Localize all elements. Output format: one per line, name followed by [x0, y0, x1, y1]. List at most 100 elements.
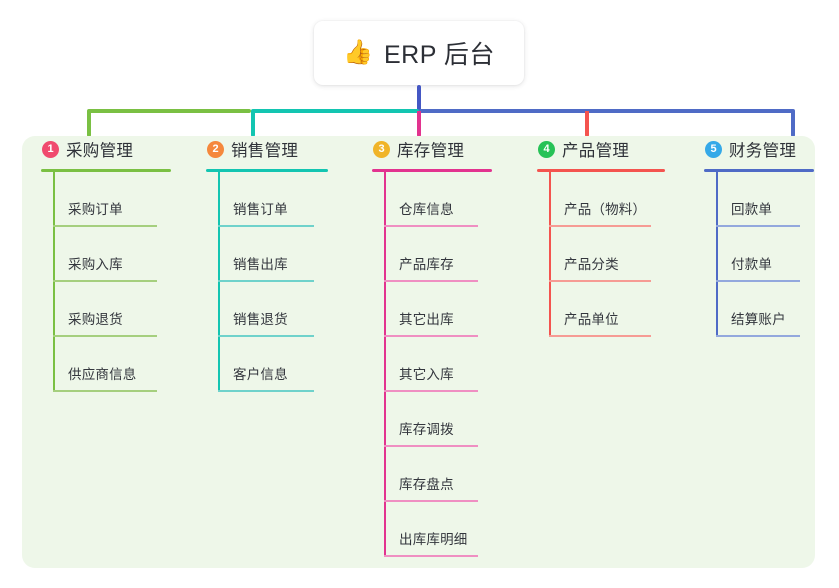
branch-header-4[interactable]: 4 产品管理 [537, 136, 665, 162]
leaf-item-rule [218, 225, 314, 227]
leaf-item[interactable]: 产品（物料） [537, 172, 665, 227]
leaf-item-label: 产品（物料） [564, 202, 647, 217]
leaf-item-rule [716, 335, 800, 337]
branch-spine-2 [218, 172, 220, 392]
drop-purchasing [87, 111, 91, 137]
leaf-item-rule [53, 335, 157, 337]
branch-spine-1 [53, 172, 55, 392]
branch-spine-4 [549, 172, 551, 337]
leaf-item-rule [549, 280, 651, 282]
branch-column-4: 4 产品管理产品（物料） 产品分类产品单位 [537, 136, 665, 337]
connector-trunk [417, 85, 421, 111]
leaf-item[interactable]: 销售出库 [206, 227, 328, 282]
leaf-item-rule [53, 390, 157, 392]
leaf-item[interactable]: 产品库存 [372, 227, 492, 282]
leaf-item[interactable]: 产品分类 [537, 227, 665, 282]
leaf-item-rule [716, 225, 800, 227]
leaf-item[interactable]: 付款单 [704, 227, 814, 282]
leaf-item-label: 采购退货 [68, 312, 123, 327]
leaf-item-label: 销售退货 [233, 312, 288, 327]
leaf-item-label: 库存调拨 [399, 422, 454, 437]
branch-badge-4: 4 [538, 140, 555, 158]
leaf-item-rule [384, 555, 478, 557]
branch-column-5: 5 财务管理回款单付款单结算账户 [704, 136, 814, 337]
leaf-item-rule [716, 280, 800, 282]
branch-rule-2 [206, 169, 328, 172]
leaf-item-rule [384, 335, 478, 337]
drop-inventory [417, 111, 421, 137]
leaf-item[interactable]: 库存调拨 [372, 392, 492, 447]
branch-items-3: 仓库信息产品库存其它出库其它入库库存调拨库存盘点出库库明细 [372, 172, 492, 557]
leaf-item-rule [53, 280, 157, 282]
branch-spine-5 [716, 172, 718, 337]
branch-rule-3 [372, 169, 492, 172]
leaf-item[interactable]: 采购入库 [41, 227, 171, 282]
leaf-item[interactable]: 客户信息 [206, 337, 328, 392]
leaf-item-label: 回款单 [731, 202, 773, 217]
leaf-item-label: 出库库明细 [399, 532, 468, 547]
branch-header-5[interactable]: 5 财务管理 [704, 136, 814, 162]
bus-segment-teal [251, 109, 419, 113]
leaf-item-label: 采购订单 [68, 202, 123, 217]
leaf-item-rule [384, 225, 478, 227]
branch-header-2[interactable]: 2 销售管理 [206, 136, 328, 162]
leaf-item-rule [53, 225, 157, 227]
branch-items-4: 产品（物料） 产品分类产品单位 [537, 172, 665, 337]
leaf-item[interactable]: 仓库信息 [372, 172, 492, 227]
branch-items-1: 采购订单采购入库采购退货供应商信息 [41, 172, 171, 392]
branch-badge-1: 1 [42, 140, 59, 158]
leaf-item-label: 其它出库 [399, 312, 454, 327]
thumbs-up-icon: 👍 [343, 39, 373, 66]
leaf-item-label: 销售出库 [233, 257, 288, 272]
leaf-item-rule [549, 335, 651, 337]
leaf-item[interactable]: 供应商信息 [41, 337, 171, 392]
branch-header-1[interactable]: 1 采购管理 [41, 136, 171, 162]
leaf-item-rule [549, 225, 651, 227]
leaf-item[interactable]: 采购退货 [41, 282, 171, 337]
leaf-item-label: 结算账户 [731, 312, 786, 327]
leaf-item-label: 采购入库 [68, 257, 123, 272]
leaf-item[interactable]: 销售订单 [206, 172, 328, 227]
leaf-item-label: 付款单 [731, 257, 773, 272]
leaf-item-label: 产品库存 [399, 257, 454, 272]
leaf-item[interactable]: 其它出库 [372, 282, 492, 337]
leaf-item[interactable]: 产品单位 [537, 282, 665, 337]
leaf-item[interactable]: 销售退货 [206, 282, 328, 337]
branch-column-2: 2 销售管理销售订单销售出库销售退货客户信息 [206, 136, 328, 392]
leaf-item[interactable]: 结算账户 [704, 282, 814, 337]
bus-segment-green [87, 109, 251, 113]
leaf-item[interactable]: 采购订单 [41, 172, 171, 227]
branch-items-5: 回款单付款单结算账户 [704, 172, 814, 337]
branch-badge-2: 2 [207, 140, 224, 158]
drop-product [585, 111, 589, 137]
drop-finance [791, 111, 795, 137]
leaf-item-rule [218, 390, 314, 392]
branch-badge-5: 5 [705, 140, 722, 158]
leaf-item-rule [384, 500, 478, 502]
leaf-item-label: 产品分类 [564, 257, 619, 272]
bus-segment-indigo [419, 109, 795, 113]
leaf-item-label: 产品单位 [564, 312, 619, 327]
branch-items-2: 销售订单销售出库销售退货客户信息 [206, 172, 328, 392]
leaf-item-rule [384, 445, 478, 447]
leaf-item-label: 供应商信息 [68, 367, 137, 382]
branch-title-5: 财务管理 [729, 142, 797, 160]
leaf-item-rule [384, 280, 478, 282]
leaf-item[interactable]: 库存盘点 [372, 447, 492, 502]
leaf-item-label: 其它入库 [399, 367, 454, 382]
branch-panel: 1 采购管理采购订单采购入库采购退货供应商信息 2 销售管理销售订单销售出库销售退货客… [22, 136, 815, 568]
leaf-item-label: 仓库信息 [399, 202, 454, 217]
branch-badge-3: 3 [373, 140, 390, 158]
leaf-item-label: 销售订单 [233, 202, 288, 217]
leaf-item-rule [218, 280, 314, 282]
branch-title-1: 采购管理 [66, 142, 134, 160]
branch-title-4: 产品管理 [562, 142, 630, 160]
leaf-item[interactable]: 其它入库 [372, 337, 492, 392]
leaf-item[interactable]: 出库库明细 [372, 502, 492, 557]
root-node-erp-backend[interactable]: 👍 ERP 后台 [314, 21, 524, 85]
branch-spine-3 [384, 172, 386, 557]
leaf-item[interactable]: 回款单 [704, 172, 814, 227]
branch-title-2: 销售管理 [231, 142, 299, 160]
